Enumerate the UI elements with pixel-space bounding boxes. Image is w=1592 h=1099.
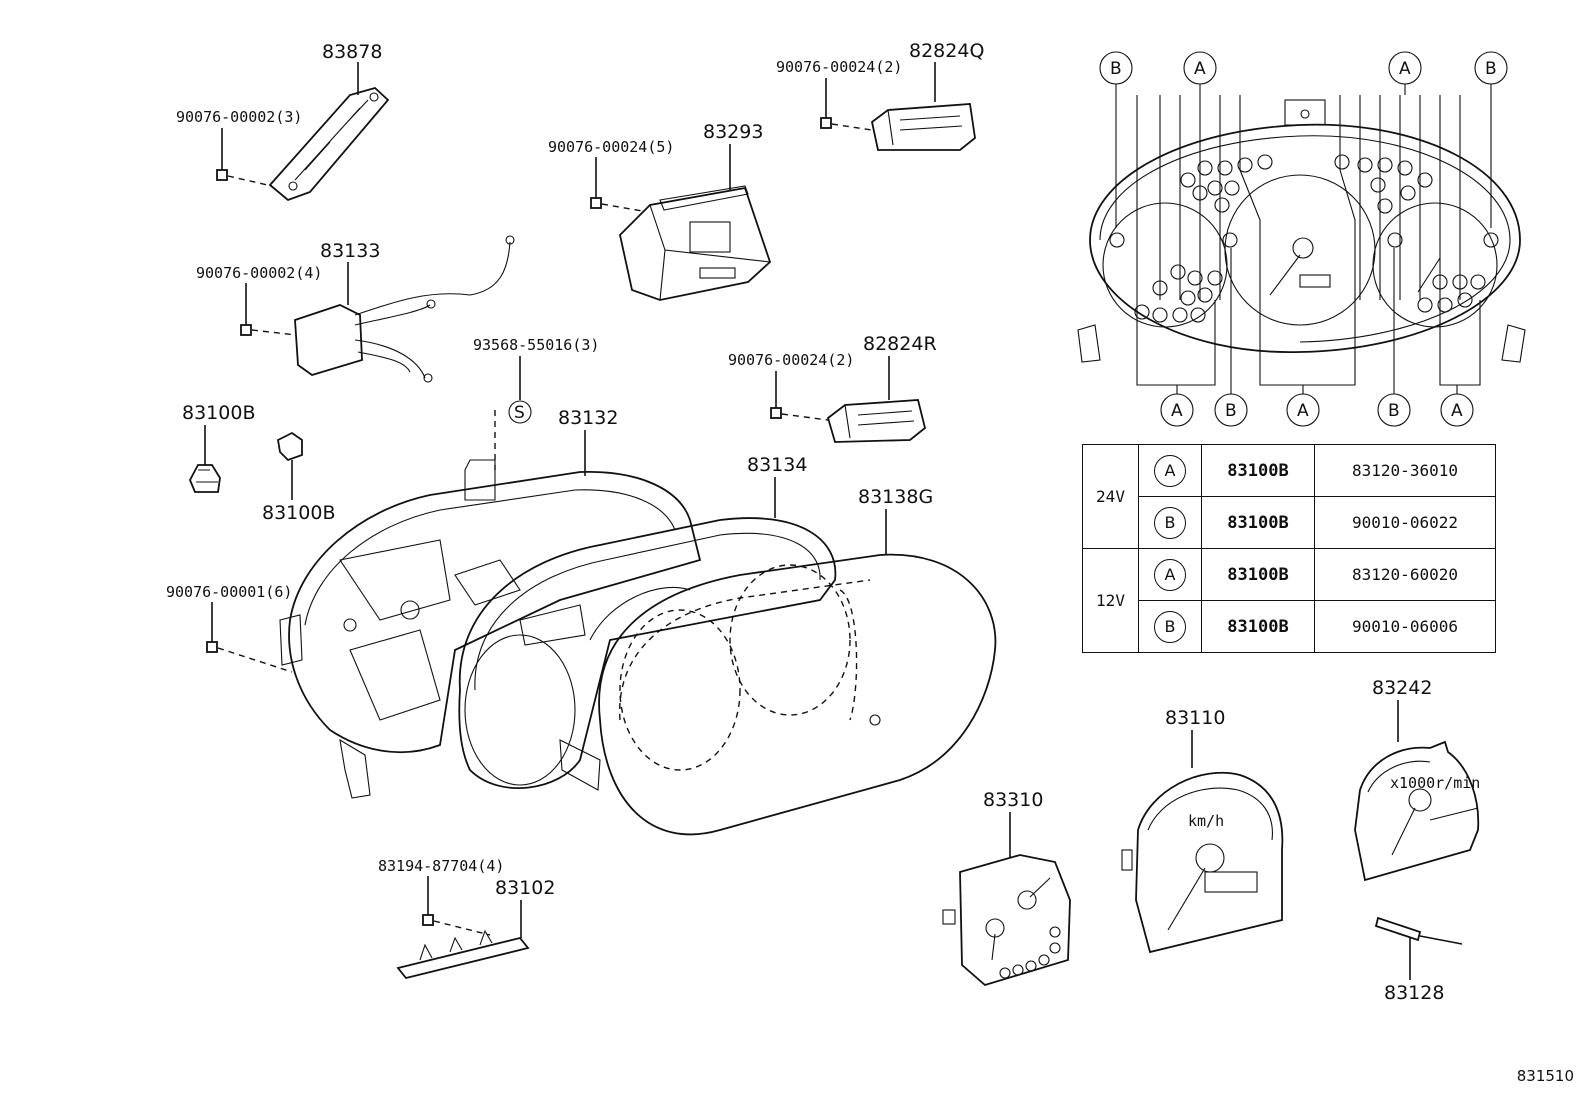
table-row: 24V A 83100B 83120-36010 xyxy=(1082,444,1496,549)
label-93568-55016-3: 93568-55016(3) xyxy=(473,336,599,354)
s-marker: S xyxy=(514,403,525,423)
marker-bottom-3: A xyxy=(1297,401,1309,421)
type-marker: A xyxy=(1154,454,1186,487)
label-90076-00024-5: 90076-00024(5) xyxy=(548,138,674,156)
socket-part: 90010-06022 xyxy=(1314,496,1496,549)
part-83878: 83878 90076-00002(3) xyxy=(176,41,390,202)
part-82824R: 90076-00024(2) 82824R xyxy=(728,333,937,443)
label-83100B-a: 83100B xyxy=(182,402,255,424)
top-connector-markers: B A A B xyxy=(1099,51,1508,228)
label-83133: 83133 xyxy=(320,240,380,262)
part-83310-gauge: 83310 xyxy=(942,789,1071,987)
label-90076-00024-2b: 90076-00024(2) xyxy=(728,351,854,369)
part-83102-plate: 83194-87704(4) 83102 xyxy=(378,857,555,980)
label-83878: 83878 xyxy=(322,41,382,63)
page-code: 831510 xyxy=(1516,1067,1574,1085)
type-marker: A xyxy=(1154,558,1186,591)
label-82824Q: 82824Q xyxy=(909,40,984,62)
type-marker: B xyxy=(1154,506,1186,539)
bulb-spec-table: 24V A 83100B 83120-36010 B 83100B 90010-… xyxy=(1082,444,1496,653)
part-83133: 83133 90076-00002(4) xyxy=(196,235,515,383)
type-cell: A xyxy=(1138,444,1202,497)
label-83132: 83132 xyxy=(558,407,618,429)
part-83100B-bulbs: 83100B 83100B xyxy=(182,402,335,524)
socket-part: 83120-60020 xyxy=(1314,548,1496,601)
table-row: B 83100B 90010-06006 xyxy=(1083,600,1496,653)
type-cell: B xyxy=(1138,496,1202,549)
bulb-part: 83100B xyxy=(1201,600,1315,653)
label-83100B-b: 83100B xyxy=(262,502,335,524)
type-marker: B xyxy=(1154,610,1186,643)
bulb-part: 83100B xyxy=(1201,548,1315,601)
part-83132-case: 93568-55016(3) S 83132 xyxy=(279,336,702,799)
label-83138G: 83138G xyxy=(858,486,933,508)
label-90076-00001-6: 90076-00001(6) xyxy=(166,583,292,601)
part-83128-shaft: 83128 xyxy=(1374,916,1463,1004)
part-83138G-lens: 83138G xyxy=(598,486,997,836)
marker-bottom-5: A xyxy=(1451,401,1463,421)
terminal-dots xyxy=(1109,154,1499,323)
label-82824R: 82824R xyxy=(863,333,937,355)
label-83134: 83134 xyxy=(747,454,807,476)
part-82824Q: 90076-00024(2) 82824Q xyxy=(776,40,984,151)
type-cell: A xyxy=(1138,548,1202,601)
marker-bottom-4: B xyxy=(1388,401,1400,421)
marker-top-4: B xyxy=(1485,59,1497,79)
type-cell: B xyxy=(1138,600,1202,653)
label-90076-00002-3: 90076-00002(3) xyxy=(176,108,302,126)
part-83293-board: 90076-00024(5) 83293 xyxy=(548,121,772,301)
marker-top-1: B xyxy=(1110,59,1122,79)
screw-90076-00001: 90076-00001(6) xyxy=(166,583,292,673)
label-90076-00024-2a: 90076-00024(2) xyxy=(776,58,902,76)
label-83128: 83128 xyxy=(1384,982,1444,1004)
label-83110: 83110 xyxy=(1165,707,1225,729)
bottom-connector-markers: A B A B A xyxy=(1160,248,1474,427)
marker-top-3: A xyxy=(1399,59,1411,79)
socket-part: 83120-36010 xyxy=(1314,444,1496,497)
label-83293: 83293 xyxy=(703,121,763,143)
table-row: B 83100B 90010-06022 xyxy=(1083,496,1496,549)
bulb-part: 83100B xyxy=(1201,496,1315,549)
kmh-label: km/h xyxy=(1188,812,1224,830)
cluster-back-view: B A A B A B A B A xyxy=(1077,51,1526,427)
marker-top-2: A xyxy=(1194,59,1206,79)
part-83110-speedometer: 83110 km/h xyxy=(1121,707,1284,954)
part-83242-tachometer: 83242 x1000r/min xyxy=(1354,677,1480,882)
socket-part: 90010-06006 xyxy=(1314,600,1496,653)
bulb-part: 83100B xyxy=(1201,444,1315,497)
voltage-12v: 12V xyxy=(1082,548,1139,653)
label-83242: 83242 xyxy=(1372,677,1432,699)
rpm-label: x1000r/min xyxy=(1390,774,1480,792)
label-83194-87704-4: 83194-87704(4) xyxy=(378,857,504,875)
voltage-24v: 24V xyxy=(1082,444,1139,549)
marker-bottom-2: B xyxy=(1225,401,1237,421)
part-83134-frame: 83134 xyxy=(458,454,837,791)
label-83310: 83310 xyxy=(983,789,1043,811)
label-90076-00002-4: 90076-00002(4) xyxy=(196,264,322,282)
label-83102: 83102 xyxy=(495,877,555,899)
table-row: 12V A 83100B 83120-60020 xyxy=(1082,548,1496,653)
marker-bottom-1: A xyxy=(1171,401,1183,421)
